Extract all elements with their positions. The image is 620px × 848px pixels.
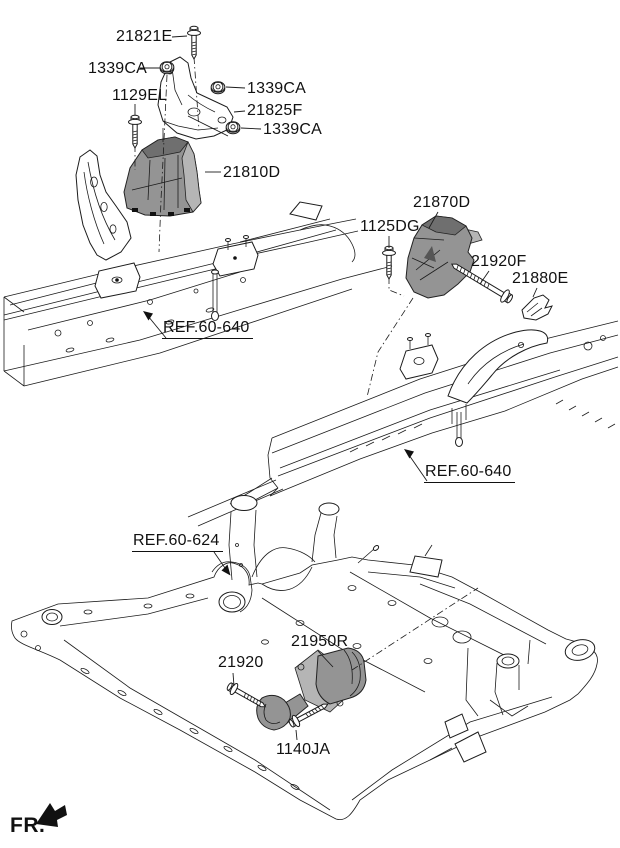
label-21821e: 21821E xyxy=(116,28,173,45)
label-1129el: 1129EL xyxy=(112,87,168,104)
transaxle-mount-21870d-drawing xyxy=(405,215,483,299)
label-fr-direction: FR. xyxy=(10,814,46,837)
label-1339ca-top: 1339CA xyxy=(88,60,148,77)
front-crossmember-drawing xyxy=(11,495,598,821)
label-21825f: 21825F xyxy=(247,102,303,119)
fender-apron-panel xyxy=(75,149,132,261)
nut-1339ca-right-icon xyxy=(210,81,226,95)
nut-1339ca-lower-icon xyxy=(225,121,241,135)
label-ref-60-624: REF.60-624 xyxy=(132,532,223,552)
leader-lines xyxy=(134,35,538,741)
label-21810d: 21810D xyxy=(223,164,281,181)
label-ref-60-640-right: REF.60-640 xyxy=(424,463,515,483)
nut-1339ca-top-icon xyxy=(159,61,175,75)
label-21950r: 21950R xyxy=(291,633,349,650)
bracket-21880e-drawing xyxy=(521,294,553,321)
label-1140ja: 1140JA xyxy=(276,741,331,758)
right-side-member-drawing xyxy=(187,320,619,527)
bolt-1125dg-icon xyxy=(382,245,396,280)
fr-direction-arrow-icon xyxy=(36,803,67,827)
left-side-member-drawing xyxy=(3,149,393,387)
label-21920: 21920 xyxy=(218,654,264,671)
label-1339ca-lower: 1339CA xyxy=(263,121,323,138)
bolt-1129el-icon xyxy=(128,114,142,149)
label-21880e: 21880E xyxy=(512,270,569,287)
label-21920f: 21920F xyxy=(471,253,527,270)
engine-mount-21810d-drawing xyxy=(123,128,202,217)
roll-rod-mount-21950r-drawing xyxy=(256,647,367,731)
assembly-centerlines xyxy=(134,56,479,671)
label-1339ca-right: 1339CA xyxy=(247,80,307,97)
label-ref-60-640-left: REF.60-640 xyxy=(162,319,253,339)
bolt-21821e-icon xyxy=(187,25,201,60)
label-1125dg: 1125DG xyxy=(360,218,420,235)
label-21870d: 21870D xyxy=(413,194,471,211)
